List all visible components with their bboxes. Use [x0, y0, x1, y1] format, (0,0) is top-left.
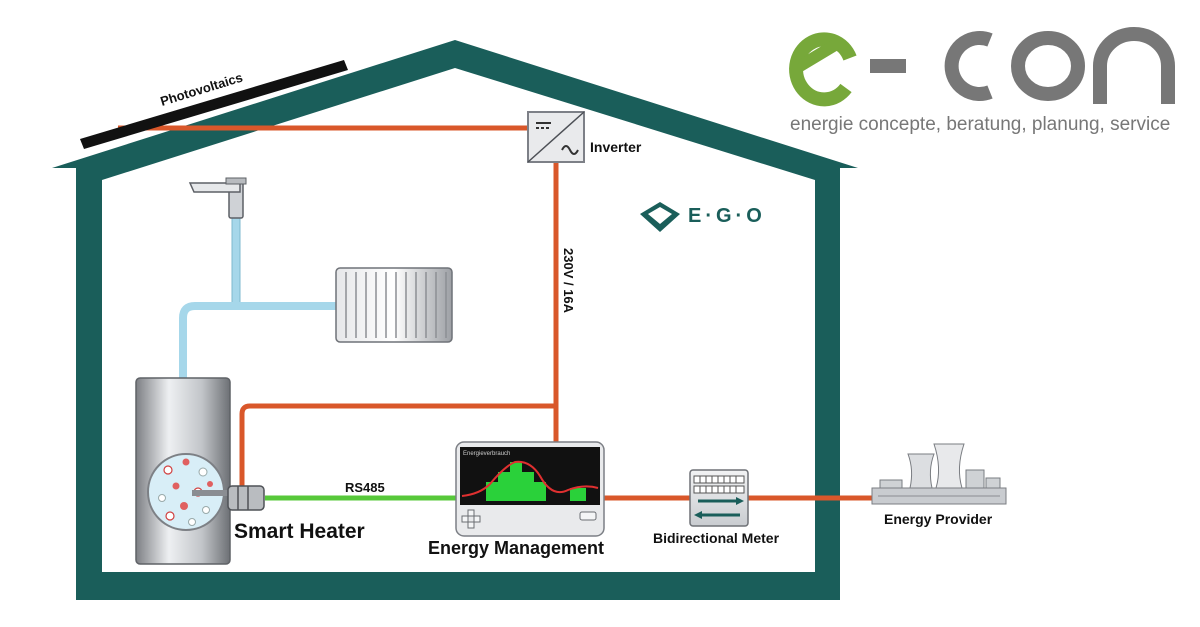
em-curve	[461, 460, 599, 497]
water-pipe-outline	[231, 215, 241, 302]
bidirectional-meter-label: Bidirectional Meter	[653, 530, 780, 546]
meter-digit-marks	[699, 476, 737, 493]
bidirectional-meter	[689, 469, 749, 527]
econ-logo-n	[1093, 27, 1175, 104]
water-tank	[135, 377, 234, 565]
energy-provider-label: Energy Provider	[884, 511, 993, 527]
econ-tagline: energie concepte, beratung, planung, ser…	[790, 114, 1170, 135]
energy-management-device: Energieverbrauch	[455, 441, 605, 537]
ego-logo-text: E·G·O	[688, 205, 766, 227]
econ-logo-e	[789, 32, 857, 107]
em-screen-title: Energieverbrauch	[463, 451, 510, 457]
power-plant-icon	[871, 443, 1007, 505]
smart-heater-label: Smart Heater	[234, 520, 365, 543]
smart-heater-connector	[227, 485, 265, 511]
rs485-label: RS485	[345, 480, 385, 495]
econ-logo-c	[944, 31, 993, 101]
radiator-icon	[335, 267, 453, 343]
voltage-label: 230V / 16A	[561, 248, 576, 314]
econ-logo	[789, 27, 1175, 107]
meter-arrow-left-icon	[694, 511, 740, 519]
inverter-box	[527, 111, 585, 163]
house-outline	[52, 40, 858, 600]
power-lines	[118, 125, 878, 501]
faucet-icon	[188, 177, 247, 219]
photovoltaics-panel	[80, 60, 348, 149]
em-button	[579, 511, 597, 521]
water-pipes	[179, 215, 336, 380]
inverter-label: Inverter	[590, 139, 642, 155]
em-bar-graph	[486, 462, 586, 501]
energy-management-label: Energy Management	[428, 538, 604, 558]
ego-logo: E·G·O	[640, 202, 766, 232]
meter-arrow-right-icon	[698, 497, 744, 505]
em-to-heater-line	[239, 403, 556, 486]
econ-logo-o	[1011, 31, 1085, 101]
em-dpad-icon	[461, 509, 481, 529]
